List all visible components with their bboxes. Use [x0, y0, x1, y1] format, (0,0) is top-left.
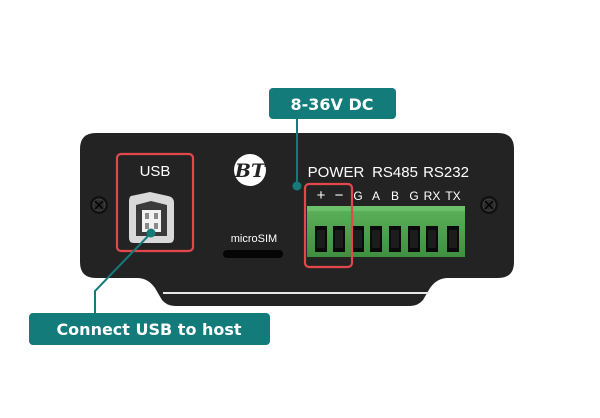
rs232-label: RS232 [423, 164, 469, 181]
power-pins-highlight-box [303, 182, 354, 269]
voltage-leader-dot [292, 181, 302, 191]
terminal-screw-4 [391, 230, 399, 248]
usb-callout-box [29, 313, 270, 345]
mounting-screw-right-icon [480, 196, 498, 214]
usb-leader-dot [146, 228, 156, 238]
svg-text:BT: BT [234, 160, 267, 182]
microsim-label: microSIM [231, 233, 277, 245]
terminal-block [307, 206, 465, 257]
pin-label-1: − [335, 187, 344, 204]
mounting-screw-left-icon [90, 196, 108, 214]
usb-label: USB [140, 163, 171, 180]
power-label: POWER [308, 164, 365, 181]
usb-callout-text: Connect USB to host [56, 320, 241, 339]
pin-label-4: B [391, 189, 399, 203]
voltage-callout-text: 8-36V DC [290, 95, 373, 114]
terminal-screw-6 [428, 230, 436, 248]
pin-label-2: G [353, 189, 362, 203]
voltage-callout-box [269, 88, 396, 119]
microsim-slot[interactable] [223, 250, 283, 258]
pin-label-7: TX [445, 189, 460, 203]
pin-label-3: A [372, 189, 380, 203]
pin-label-5: G [409, 189, 418, 203]
usb-b-port[interactable] [129, 192, 174, 243]
pin-label-6: RX [424, 189, 441, 203]
pin-label-0: + [317, 187, 326, 204]
device-panel [80, 133, 514, 306]
terminal-screw-1 [335, 230, 343, 248]
terminal-screw-7 [449, 230, 457, 248]
terminal-screw-2 [354, 230, 362, 248]
usb-highlight-box [115, 152, 195, 253]
terminal-screw-5 [410, 230, 418, 248]
terminal-screw-0 [317, 230, 325, 248]
rs485-label: RS485 [372, 164, 418, 181]
usb-leader-line [94, 232, 152, 313]
terminal-screw-3 [372, 230, 380, 248]
bt-monogram-logo-icon: BT [234, 154, 267, 186]
